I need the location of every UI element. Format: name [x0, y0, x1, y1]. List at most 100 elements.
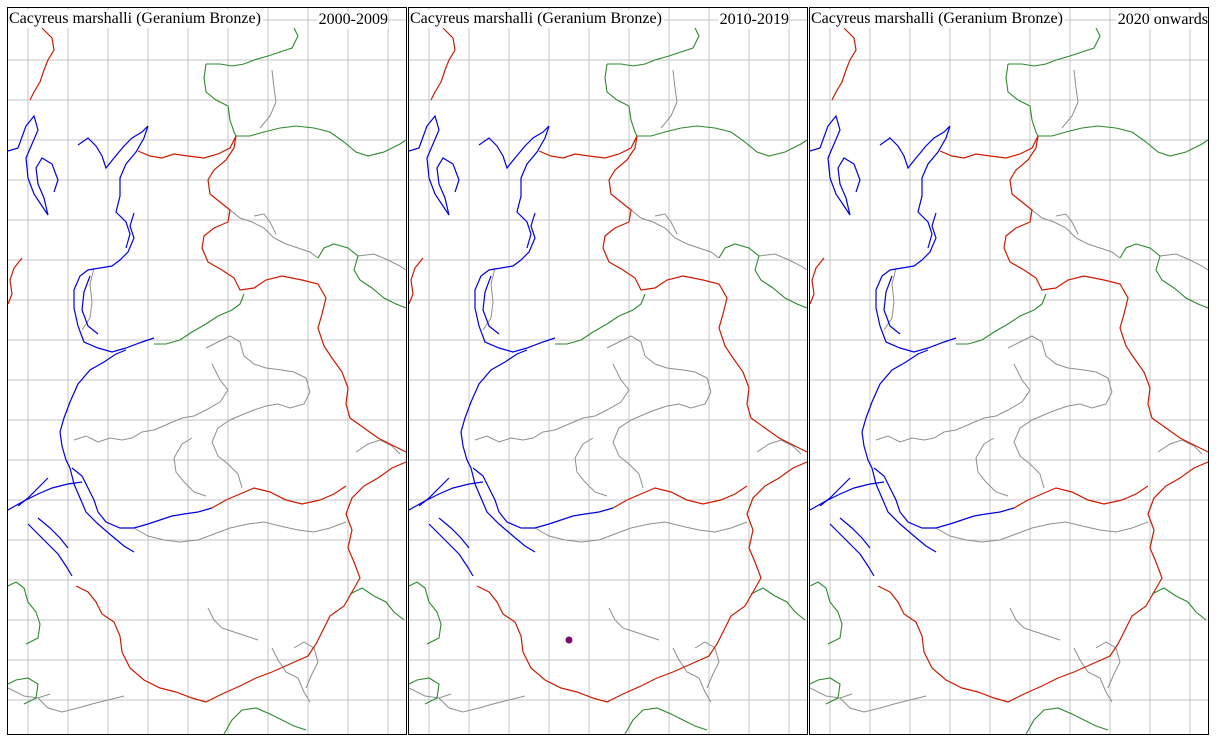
- coastline: [17, 477, 49, 507]
- county-boundary: [29, 27, 55, 101]
- map-panel-2020-onwards: Cacyreus marshalli (Geranium Bronze) 202…: [809, 7, 1209, 735]
- map-panels: Cacyreus marshalli (Geranium Bronze) 200…: [7, 7, 1214, 735]
- coastline: [810, 114, 861, 216]
- coastline: [71, 467, 213, 529]
- district-boundary: [574, 437, 608, 497]
- coastline: [409, 114, 460, 216]
- district-boundary: [1055, 213, 1079, 235]
- region-boundary: [1005, 63, 1039, 137]
- district-boundary: [654, 213, 678, 235]
- county-boundary: [137, 135, 406, 453]
- district-boundary: [293, 641, 319, 689]
- district-boundary: [133, 521, 347, 543]
- district-boundary: [73, 429, 155, 443]
- region-boundary: [1038, 125, 1208, 157]
- county-boundarys: [409, 27, 807, 703]
- distribution-map: [8, 8, 406, 734]
- district-boundary: [1007, 335, 1113, 393]
- coastline: [472, 467, 614, 529]
- district-boundary: [259, 69, 277, 129]
- coastline: [59, 349, 135, 553]
- county-boundary: [409, 257, 424, 305]
- region-boundary: [1025, 707, 1109, 734]
- county-boundary: [430, 27, 456, 101]
- period-label: 2000-2009: [316, 11, 388, 29]
- district-boundary: [173, 437, 207, 497]
- distribution-map: [810, 8, 1208, 734]
- district-boundary: [474, 429, 556, 443]
- coastline: [438, 517, 470, 549]
- district-boundary: [606, 335, 712, 393]
- region-boundarys: [810, 27, 1208, 734]
- district-boundary: [1061, 69, 1079, 129]
- district-boundarys: [409, 69, 807, 713]
- district-boundary: [839, 695, 927, 713]
- district-boundary: [211, 413, 245, 489]
- district-boundary: [694, 641, 720, 689]
- county-boundarys: [810, 27, 1208, 703]
- district-boundary: [975, 437, 1009, 497]
- county-boundary: [476, 461, 807, 703]
- region-boundary: [203, 63, 237, 137]
- district-boundary: [630, 209, 720, 259]
- district-boundary: [534, 521, 748, 543]
- region-boundary: [223, 707, 307, 734]
- region-boundary: [409, 677, 440, 705]
- district-boundary: [1013, 413, 1047, 489]
- coastline: [810, 481, 885, 511]
- grid-lines: [810, 8, 1208, 734]
- district-boundary: [883, 267, 897, 331]
- coastline: [8, 114, 59, 216]
- district-boundary: [875, 429, 957, 443]
- district-boundary: [81, 267, 95, 331]
- coastline: [861, 349, 937, 553]
- region-boundary: [409, 581, 442, 645]
- district-boundary: [1031, 209, 1121, 259]
- region-boundary: [206, 27, 299, 67]
- district-boundary: [205, 335, 311, 393]
- region-boundary: [1008, 27, 1101, 67]
- district-boundary: [1009, 607, 1061, 641]
- region-boundary: [810, 581, 843, 645]
- coastlines: [8, 114, 213, 577]
- region-boundary: [1151, 587, 1207, 621]
- district-boundary: [660, 69, 678, 129]
- region-boundary: [718, 243, 807, 309]
- district-boundary: [935, 521, 1149, 543]
- region-boundary: [555, 293, 646, 345]
- region-boundary: [624, 707, 708, 734]
- coastline: [81, 275, 99, 335]
- district-boundary: [1157, 439, 1203, 455]
- region-boundarys: [8, 27, 406, 734]
- district-boundary: [1159, 253, 1208, 271]
- region-boundary: [236, 125, 406, 157]
- district-boundary: [409, 687, 452, 699]
- species-title: Cacyreus marshalli (Geranium Bronze): [410, 10, 664, 28]
- coastline: [879, 125, 951, 249]
- district-boundary: [758, 253, 807, 271]
- grid-lines: [8, 8, 406, 734]
- county-boundary: [877, 461, 1208, 703]
- coastline: [460, 349, 536, 553]
- district-boundary: [253, 213, 277, 235]
- region-boundary: [154, 293, 245, 345]
- county-boundary: [831, 27, 857, 101]
- county-boundary: [939, 135, 1208, 453]
- region-boundary: [1119, 243, 1208, 309]
- coastline: [428, 523, 474, 577]
- county-boundary: [211, 485, 347, 509]
- coastline: [27, 523, 73, 577]
- county-boundary: [538, 135, 807, 453]
- coastline: [418, 477, 450, 507]
- coastline: [819, 477, 851, 507]
- coastline: [482, 275, 500, 335]
- district-boundary: [1045, 391, 1113, 415]
- district-boundary: [810, 687, 853, 699]
- district-boundary: [243, 391, 311, 415]
- region-boundary: [349, 587, 405, 621]
- coastline: [409, 481, 484, 511]
- region-boundary: [8, 677, 39, 705]
- coastline: [73, 212, 155, 353]
- district-boundarys: [810, 69, 1208, 713]
- coastline: [37, 517, 69, 549]
